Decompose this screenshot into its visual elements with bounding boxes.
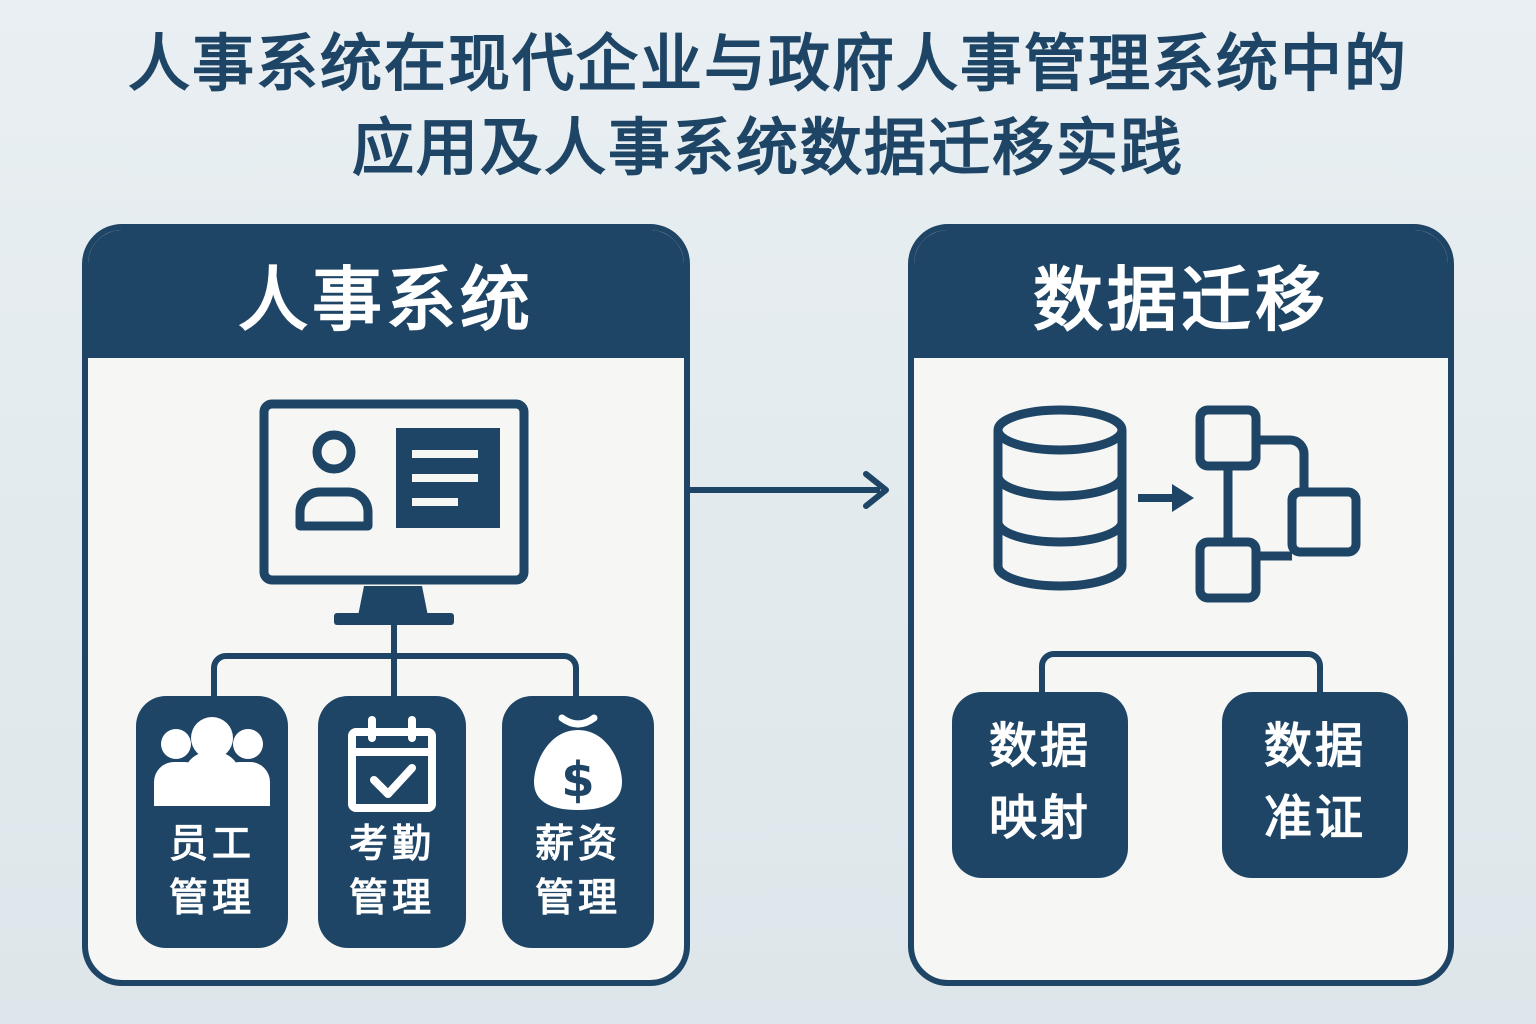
salary-management-card[interactable]: $ 薪资 管理 (502, 696, 654, 948)
data-validation-card[interactable]: 数据 准证 (1222, 692, 1408, 878)
attendance-management-card[interactable]: 考勤 管理 (318, 696, 466, 948)
money-bag-icon: $ (534, 714, 622, 810)
page-title-line-2: 应用及人事系统数据迁移实践 (351, 111, 1184, 184)
svg-text:$: $ (561, 752, 594, 808)
employee-management-label: 员工 管理 (168, 822, 255, 921)
hr-system-panel: 人事系统 (82, 224, 690, 986)
attendance-management-label: 考勤 管理 (348, 822, 435, 921)
hr-system-header: 人事系统 (88, 230, 684, 358)
group-icon (154, 717, 270, 806)
employee-management-card[interactable]: 员工 管理 (136, 696, 288, 948)
calendar-check-icon (348, 716, 436, 812)
page-title-line-1: 人事系统在现代企业与政府人事管理系统中的 (127, 27, 1408, 100)
monitor-icon (259, 399, 529, 625)
data-mapping-label: 数据 映射 (988, 718, 1091, 846)
user-profile-icon (295, 430, 373, 531)
database-icon (993, 405, 1127, 591)
salary-management-label: 薪资 管理 (534, 822, 621, 921)
step-connectors (1039, 651, 1323, 696)
page-title: 人事系统在现代企业与政府人事管理系统中的 应用及人事系统数据迁移实践 (0, 22, 1536, 190)
data-mapping-card[interactable]: 数据 映射 (952, 692, 1128, 878)
panel-arrow (690, 471, 889, 509)
transfer-arrow-icon (1138, 484, 1194, 512)
module-connectors (211, 625, 579, 696)
structure-icon (1195, 405, 1361, 603)
data-validation-label: 数据 准证 (1263, 718, 1366, 846)
id-card-icon (396, 428, 500, 528)
data-migration-panel: 数据迁移 数据 映射 (908, 224, 1454, 986)
data-migration-header: 数据迁移 (914, 230, 1448, 358)
